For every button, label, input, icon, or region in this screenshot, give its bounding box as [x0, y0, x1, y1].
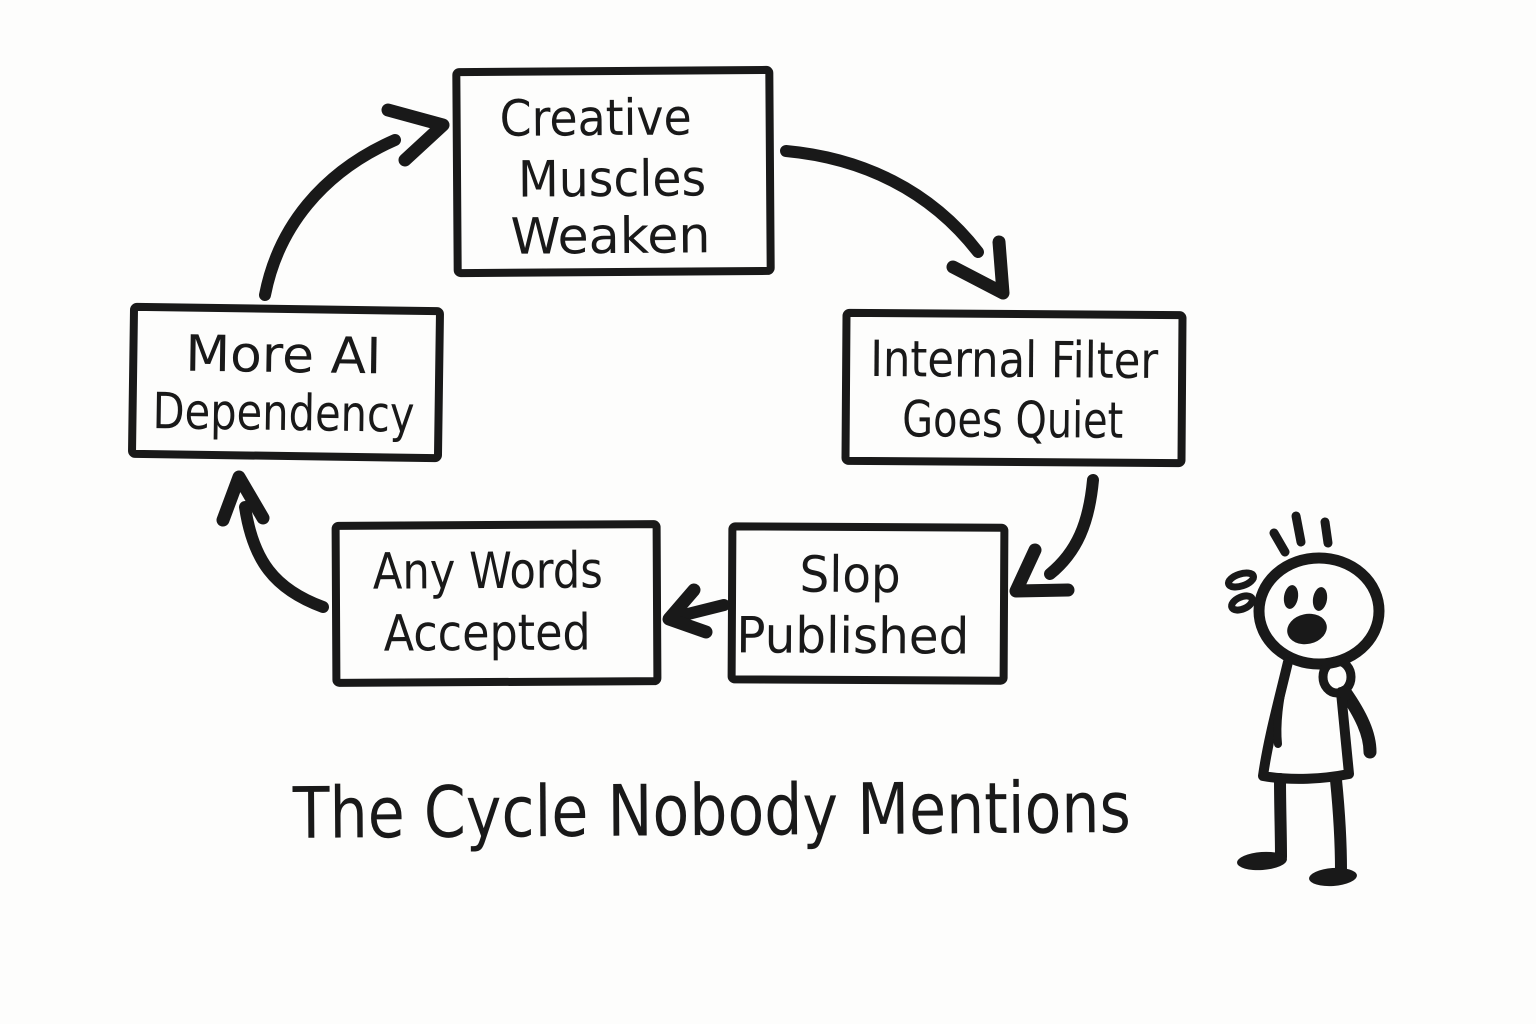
worried-stick-figure — [1224, 511, 1385, 887]
figure-eye — [1312, 587, 1328, 611]
diagram-title: The Cycle Nobody Mentions — [292, 766, 1131, 855]
node-box — [727, 522, 1009, 685]
arrow-slop-to-any-words — [662, 583, 730, 639]
node-label-line: Internal Filter — [870, 330, 1159, 390]
arrowhead-icon — [216, 470, 270, 527]
arrow-any-words-to-more-ai — [216, 470, 329, 613]
node-box — [452, 65, 775, 278]
node-label-line: Muscles — [518, 149, 706, 208]
sweat-drop-icon — [1224, 569, 1258, 591]
arrow-shaft — [239, 501, 329, 613]
arrow-shaft — [780, 145, 984, 258]
figure-forearm — [1347, 699, 1371, 751]
arrow-shaft — [674, 599, 730, 622]
figure-foot — [1237, 851, 1287, 871]
node-label-line: Dependency — [152, 382, 415, 444]
node-label-line: Accepted — [384, 604, 591, 663]
arrow-internal-filter-to-slop — [1009, 474, 1099, 598]
surprise-line-icon — [1320, 517, 1333, 548]
figure-left-arm — [1273, 668, 1289, 748]
node-box — [128, 302, 444, 463]
node-label-line: Weaken — [510, 206, 710, 265]
node-more-ai-dependency: More AI Dependency — [128, 302, 444, 463]
node-any-words-accepted: Any Words Accepted — [331, 520, 662, 687]
figure-fist — [1318, 656, 1356, 698]
arrow-shaft — [259, 134, 401, 301]
arrowhead-icon — [662, 583, 713, 639]
node-label-line: Slop — [799, 546, 900, 605]
node-label-line: Published — [736, 606, 969, 665]
node-label-line: Any Words — [373, 541, 603, 600]
figure-eye — [1283, 585, 1299, 609]
node-label-line: Creative — [499, 88, 691, 147]
figure-leg — [1274, 773, 1287, 863]
node-label-line: More AI — [185, 325, 382, 386]
node-slop-published: Slop Published — [727, 522, 1009, 685]
figure-mouth — [1287, 613, 1327, 645]
arrowhead-icon — [1009, 543, 1075, 598]
figure-leg — [1330, 774, 1347, 877]
surprise-line-icon — [1291, 511, 1306, 547]
figure-head — [1253, 552, 1385, 670]
arrow-shaft — [1044, 474, 1099, 580]
arrowhead-icon — [946, 235, 1010, 300]
node-box — [331, 520, 662, 687]
node-box — [841, 308, 1187, 468]
arrow-creative-to-internal-filter — [780, 145, 1010, 300]
sweat-drop-icon — [1228, 592, 1256, 614]
arrow-more-ai-to-creative — [259, 103, 450, 301]
arrowhead-icon — [381, 103, 450, 167]
surprise-line-icon — [1269, 528, 1290, 557]
figure-foot — [1309, 867, 1357, 887]
node-internal-filter-goes-quiet: Internal Filter Goes Quiet — [841, 308, 1187, 468]
node-creative-muscles-weaken: Creative Muscles Weaken — [452, 65, 775, 278]
node-label-line: Goes Quiet — [902, 390, 1123, 450]
